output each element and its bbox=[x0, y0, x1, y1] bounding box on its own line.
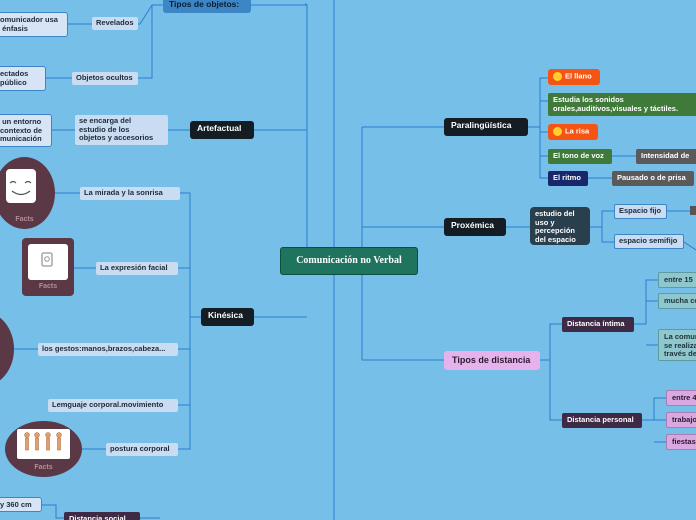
node-fiestas[interactable]: fiestas bbox=[666, 434, 696, 450]
laughing-face-icon bbox=[553, 127, 562, 136]
node-artefactual-detail[interactable]: un entorno contexto de municación bbox=[0, 114, 52, 147]
node-tipos-de-distancia[interactable]: Tipos de distancia bbox=[444, 351, 540, 370]
node-estudia-sonidos[interactable]: Estudia los sonidos orales,auditivos,vis… bbox=[548, 93, 696, 116]
posture-image[interactable]: Facts bbox=[5, 421, 82, 477]
node-risa-label: La risa bbox=[565, 126, 590, 136]
node-revelados[interactable]: Revelados bbox=[92, 17, 138, 30]
node-llanto-label: El llano bbox=[565, 71, 592, 81]
node-paralinguistica[interactable]: Paralingüística bbox=[444, 118, 528, 136]
node-proxemica-description[interactable]: estudio del uso y percepción del espacio bbox=[530, 207, 590, 245]
smile-image[interactable]: Facts bbox=[0, 157, 55, 229]
node-kinesica[interactable]: Kinésica bbox=[201, 308, 254, 326]
node-revelados-detail[interactable]: omunicador usa énfasis bbox=[0, 12, 68, 37]
facial-expression-image[interactable]: Facts bbox=[22, 238, 74, 296]
smiley-face-icon bbox=[6, 169, 36, 203]
node-tipos-de-objetos[interactable]: Tipos de objetos: bbox=[163, 0, 251, 13]
node-entre-15[interactable]: entre 15 bbox=[658, 272, 696, 288]
node-pausado[interactable]: Pausado o de prisa bbox=[612, 171, 694, 186]
image-placeholder-icon bbox=[28, 244, 68, 280]
node-distancia-social[interactable]: Distancia social bbox=[64, 512, 140, 520]
node-expresion-facial[interactable]: La expresión facial bbox=[96, 262, 178, 275]
node-proxemica[interactable]: Proxémica bbox=[444, 218, 506, 236]
node-risa[interactable]: La risa bbox=[548, 124, 598, 140]
node-ritmo[interactable]: El ritmo bbox=[548, 171, 588, 186]
node-trabajo[interactable]: trabajo bbox=[666, 412, 696, 428]
image-caption: Facts bbox=[38, 283, 58, 290]
node-espacio-fijo-child[interactable] bbox=[690, 206, 696, 215]
node-artefactual[interactable]: Artefactual bbox=[190, 121, 254, 139]
node-lenguaje-corporal[interactable]: Lemguaje corporal.movimiento bbox=[48, 399, 178, 412]
gestures-image[interactable] bbox=[0, 312, 14, 386]
node-tono-de-voz[interactable]: El tono de voz bbox=[548, 149, 612, 164]
node-distancia-intima[interactable]: Distancia íntima bbox=[562, 317, 634, 332]
node-objetos-ocultos[interactable]: Objetos ocultos bbox=[72, 72, 138, 85]
node-intensidad[interactable]: Intensidad de bbox=[636, 149, 696, 164]
node-mucha-co[interactable]: mucha co bbox=[658, 293, 696, 309]
body-posture-icon bbox=[17, 429, 70, 459]
node-espacio-fijo[interactable]: Espacio fijo bbox=[614, 204, 667, 219]
node-comunicacion[interactable]: La comuni se realiza través de bbox=[658, 329, 696, 361]
crying-face-icon bbox=[553, 72, 562, 81]
image-caption: Facts bbox=[15, 216, 34, 223]
node-gestos[interactable]: los gestos:manos,brazos,cabeza... bbox=[38, 343, 178, 356]
central-topic[interactable]: Comunicación no Verbal bbox=[280, 247, 418, 275]
node-postura-corporal[interactable]: postura corporal bbox=[106, 443, 178, 456]
node-artefactual-description[interactable]: se encarga del estudio de los objetos y … bbox=[75, 115, 168, 145]
node-espacio-semifijo[interactable]: espacio semifijo bbox=[614, 234, 684, 249]
node-entre-4[interactable]: entre 4 bbox=[666, 390, 696, 406]
node-social-detail[interactable]: y 360 cm bbox=[0, 497, 42, 512]
image-caption: Facts bbox=[34, 464, 53, 471]
node-distancia-personal[interactable]: Distancia personal bbox=[562, 413, 642, 428]
node-llanto[interactable]: El llano bbox=[548, 69, 600, 85]
node-mirada-sonrisa[interactable]: La mirada y la sonrisa bbox=[80, 187, 180, 200]
node-ocultos-detail[interactable]: ectados público bbox=[0, 66, 46, 91]
